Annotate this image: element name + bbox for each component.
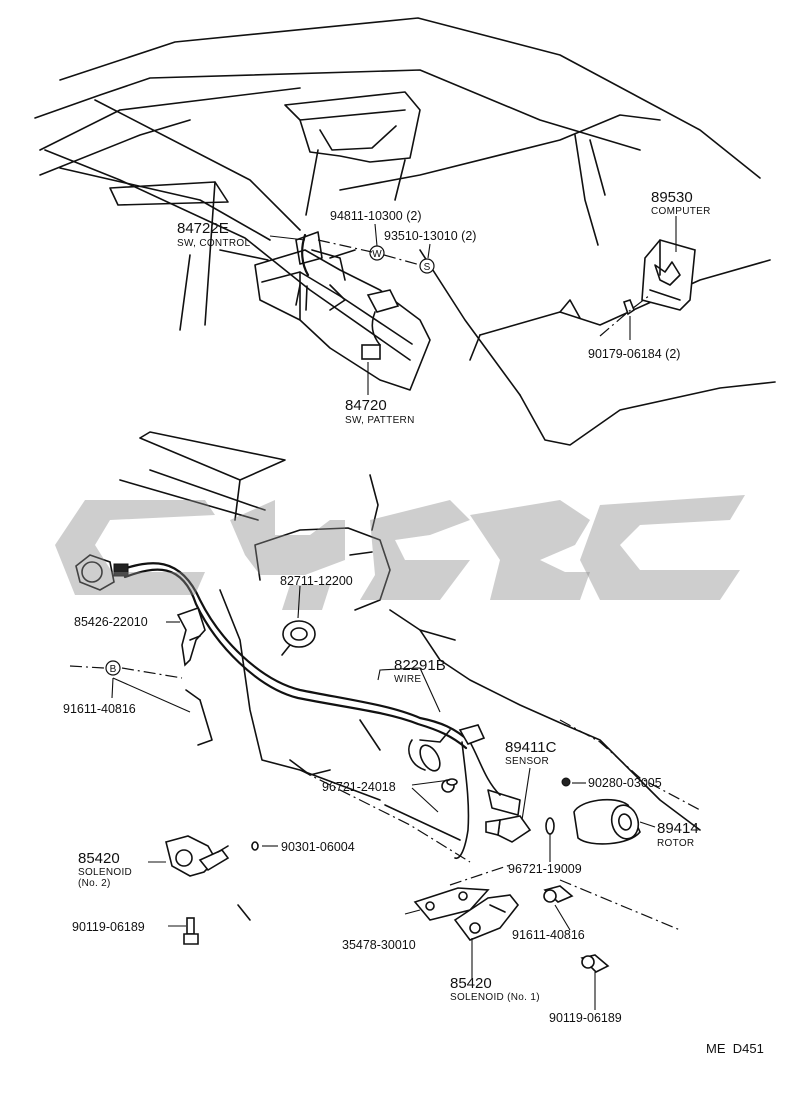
marker-s [419, 258, 435, 274]
clamp-85426-number: 85426-22010 [74, 615, 148, 629]
transmission-drawing [119, 431, 701, 931]
solenoid-2-number: 85420 [78, 850, 120, 867]
solenoid-1-number: 85420 [450, 975, 492, 992]
bolt-91611-left-number: 91611-40816 [63, 702, 136, 716]
sw-control-number: 84722E [177, 220, 229, 237]
sw-pattern-name: SW, PATTERN [345, 415, 415, 426]
nut-93510-number: 93510-13010 (2) [384, 229, 476, 243]
marker-b [105, 660, 121, 676]
grommet-82711-number: 82711-12200 [280, 574, 353, 588]
wire-number: 82291B [394, 657, 446, 674]
sensor-number: 89411C [505, 739, 557, 756]
screw-90280-number: 90280-03005 [588, 776, 662, 790]
bolt-90179-number: 90179-06184 (2) [588, 347, 680, 361]
part-labels: 84722E SW, CONTROL 94811-10300 (2) 93510… [63, 189, 764, 1056]
gasket-35478-number: 35478-30010 [342, 938, 416, 952]
vehicle-interior-drawing [34, 17, 776, 446]
bolt-91611-right-number: 91611-40816 [512, 928, 585, 942]
marker-w-label: W [372, 249, 382, 260]
bolt-90119-left-number: 90119-06189 [72, 920, 145, 934]
bolt-90119-right-number: 90119-06189 [549, 1011, 622, 1025]
wire-name: WIRE [394, 674, 421, 685]
marker-s-label: S [424, 262, 431, 273]
rotor-number: 89414 [657, 820, 699, 837]
oring-96721-24018-number: 96721-24018 [322, 780, 396, 794]
leader-lines [69, 216, 677, 1010]
sw-control-name: SW, CONTROL [177, 238, 250, 249]
markers: W S B [105, 245, 435, 676]
solenoid-1-name: SOLENOID (No. 1) [450, 992, 540, 1003]
solenoid-2-name: SOLENOID [78, 867, 132, 878]
computer-number: 89530 [651, 189, 693, 206]
computer-name: COMPUTER [651, 206, 711, 217]
oring-96721-19009-number: 96721-19009 [508, 862, 582, 876]
sensor-name: SENSOR [505, 756, 549, 767]
sw-pattern-number: 84720 [345, 397, 387, 414]
watermark-logo [55, 495, 745, 610]
screw-94811-number: 94811-10300 (2) [330, 209, 422, 223]
solenoid-2-subname: (No. 2) [78, 878, 111, 889]
rotor-name: ROTOR [657, 838, 694, 849]
wire-harness [75, 554, 641, 973]
oring-90301-number: 90301-06004 [281, 840, 355, 854]
marker-b-label: B [110, 664, 117, 675]
diagram-code: ME D451 [706, 1041, 764, 1056]
